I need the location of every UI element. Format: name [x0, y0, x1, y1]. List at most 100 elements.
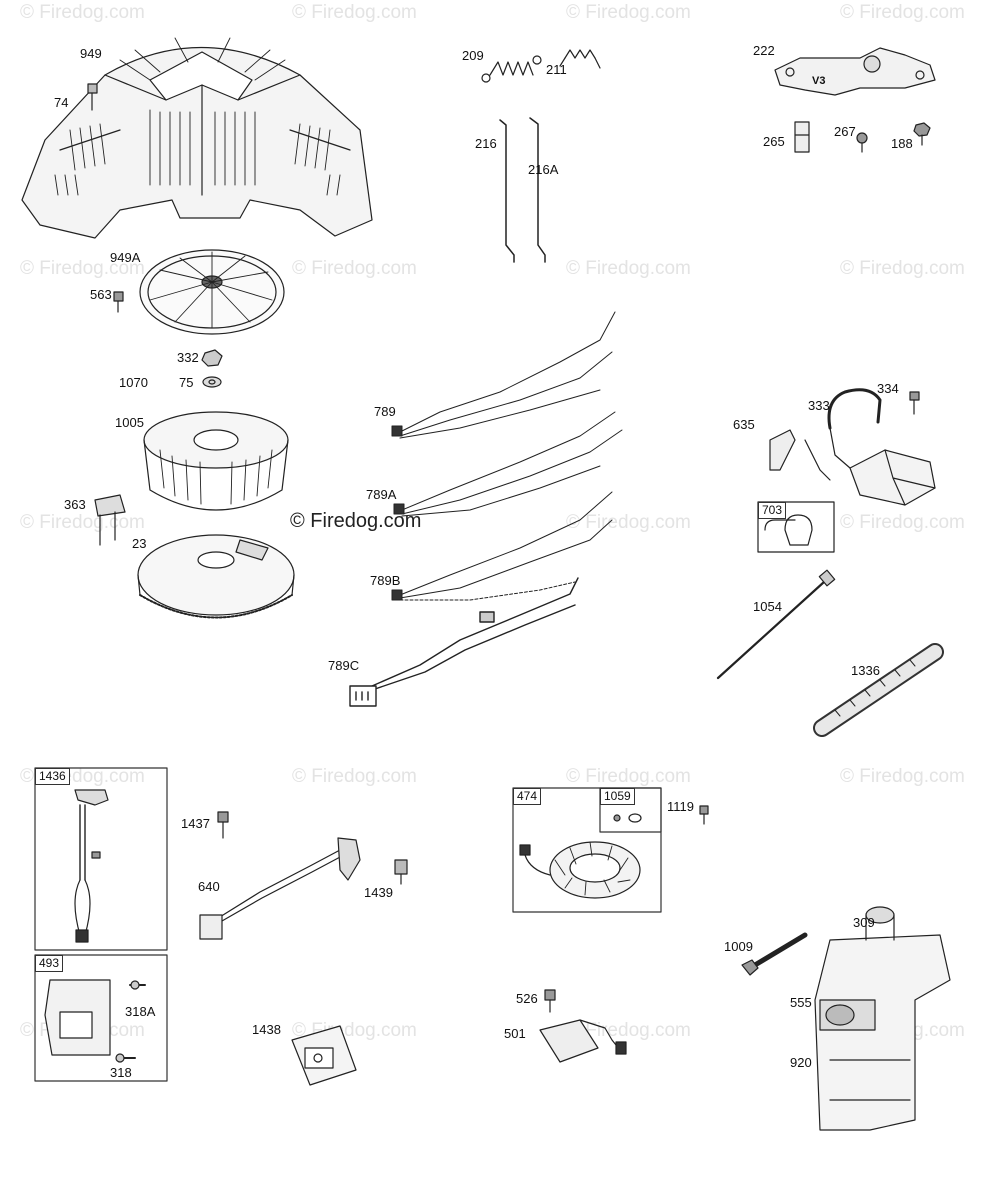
screw-1059-shape: [613, 813, 642, 823]
bolt-1009-shape: [741, 932, 808, 976]
label-318: 318: [110, 1065, 132, 1080]
label-1437: 1437: [181, 816, 210, 831]
starter-309-shape: [814, 906, 951, 1131]
ignition-coil-333-shape: [804, 388, 936, 506]
label-75: 75: [179, 375, 194, 390]
label-188: 188: [891, 136, 913, 151]
connector-1439-shape: [394, 859, 408, 885]
screw-1437-shape: [217, 811, 229, 839]
watermark-tile: © Firedog.com: [292, 258, 417, 279]
label-635: 635: [733, 417, 755, 432]
watermark-tile: © Firedog.com: [566, 258, 691, 279]
watermark-tile: © Firedog.com: [20, 2, 145, 23]
screw-334-shape: [909, 391, 920, 415]
watermark-tile: © Firedog.com: [292, 2, 417, 23]
label-1070: 1070: [119, 375, 148, 390]
spring-209-shape: [481, 55, 542, 83]
fan-guard-shape: [139, 249, 285, 335]
label-949A: 949A: [110, 250, 141, 265]
label-363: 363: [64, 497, 86, 512]
label-563: 563: [90, 287, 112, 302]
screw-1119-shape: [699, 805, 709, 825]
harness-789-shape: [391, 311, 616, 439]
label-211: 211: [546, 62, 567, 77]
flywheel-23-shape: [137, 534, 295, 619]
label-209: 209: [462, 48, 484, 63]
label-474: 474: [513, 788, 542, 805]
cable-tie-1054-shape: [716, 569, 836, 680]
label-1336: 1336: [851, 663, 880, 678]
label-789: 789: [374, 404, 396, 419]
box-493: [34, 954, 168, 1082]
label-789B: 789B: [370, 573, 401, 588]
link-216A-shape: [529, 117, 546, 263]
conduit-1336-shape: [813, 643, 944, 737]
watermark-tile: © Firedog.com: [840, 2, 965, 23]
spark-boot-635-shape: [769, 429, 796, 471]
spring-211-shape: [559, 49, 601, 69]
label-334: 334: [877, 381, 899, 396]
label-501: 501: [504, 1026, 526, 1041]
watermark-tile: © Firedog.com: [20, 258, 145, 279]
label-216: 216: [475, 136, 497, 151]
label-555: 555: [790, 995, 812, 1010]
box-1436: [34, 767, 168, 951]
watermark-tile: © Firedog.com: [566, 512, 691, 533]
harness-789A-shape: [393, 411, 623, 517]
label-V3: V3: [812, 75, 826, 87]
blower-housing-shape: [21, 37, 373, 239]
flywheel-fan-shape: [143, 411, 289, 511]
clip-265-shape: [794, 121, 810, 153]
watermark-tile: © Firedog.com: [840, 766, 965, 787]
label-1009: 1009: [724, 939, 753, 954]
label-1439: 1439: [364, 885, 393, 900]
label-703: 703: [758, 502, 787, 519]
watermark-tile: © Firedog.com: [292, 766, 417, 787]
nut-332-shape: [201, 349, 223, 367]
label-1005: 1005: [115, 415, 144, 430]
label-265: 265: [763, 134, 785, 149]
washer-75-shape: [202, 376, 222, 388]
screw-74-shape: [87, 83, 98, 111]
watermark-tile: © Firedog.com: [840, 258, 965, 279]
label-949: 949: [80, 46, 102, 61]
bracket-222-shape: [774, 47, 936, 96]
label-920: 920: [790, 1055, 812, 1070]
link-216-shape: [499, 119, 515, 263]
label-789A: 789A: [366, 487, 397, 502]
label-333: 333: [808, 398, 830, 413]
label-526: 526: [516, 991, 538, 1006]
label-309: 309: [853, 915, 875, 930]
screw-526-shape: [544, 989, 556, 1013]
label-1436: 1436: [35, 768, 70, 785]
watermark-tile: © Firedog.com: [20, 512, 145, 533]
bolt-188-shape: [913, 122, 931, 146]
label-493: 493: [35, 955, 64, 972]
harness-640-shape: [199, 837, 361, 940]
label-318A: 318A: [125, 1004, 156, 1019]
label-267: 267: [834, 124, 856, 139]
stator-474-shape: [519, 841, 641, 899]
watermark-tile: © Firedog.com: [840, 512, 965, 533]
cover-493-shape: [44, 979, 146, 1063]
label-1438: 1438: [252, 1022, 281, 1037]
harness-789C-shape: [349, 577, 579, 707]
label-332: 332: [177, 350, 199, 365]
screw-563-shape: [113, 291, 124, 313]
harness-789B-shape: [391, 491, 613, 601]
label-1054: 1054: [753, 599, 782, 614]
module-1438-shape: [291, 1025, 357, 1086]
label-1119: 1119: [667, 799, 694, 814]
watermark-main: © Firedog.com: [290, 510, 422, 532]
label-23: 23: [132, 536, 147, 551]
watermark-tile: © Firedog.com: [566, 2, 691, 23]
label-1059: 1059: [600, 788, 635, 805]
bracket-363-shape: [94, 494, 126, 546]
label-222: 222: [753, 43, 775, 58]
regulator-501-shape: [539, 1019, 627, 1063]
label-640: 640: [198, 879, 220, 894]
box-474: [512, 787, 662, 913]
screw-267-shape: [856, 132, 868, 153]
